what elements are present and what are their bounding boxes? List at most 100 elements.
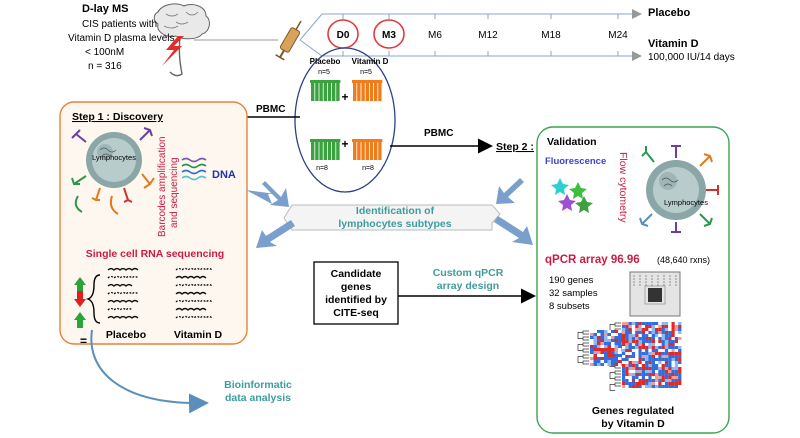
result-line2: by Vitamin D bbox=[601, 418, 665, 430]
timeline: D0 M3 M6 M12 M18 M24 bbox=[299, 9, 642, 61]
candidate-line2: genes bbox=[341, 281, 372, 293]
step2-validation-label: Validation bbox=[547, 136, 597, 148]
sample-tube bbox=[327, 83, 332, 101]
sample-tube bbox=[378, 142, 382, 160]
fluorescence-label: Fluorescence bbox=[545, 156, 606, 167]
expression-wave bbox=[107, 267, 139, 271]
sample-tube bbox=[323, 83, 327, 101]
timepoint-m24: M24 bbox=[608, 30, 628, 41]
sample-tube bbox=[353, 142, 357, 160]
step1-vitd-label: Vitamin D bbox=[174, 329, 223, 341]
qpcr-samples: 32 samples bbox=[549, 288, 598, 299]
cohort-line-4: n = 316 bbox=[88, 61, 122, 72]
sample-tube bbox=[357, 142, 361, 160]
step2-title: Step 2 : bbox=[496, 141, 534, 153]
sample-tube bbox=[361, 142, 365, 160]
expression-wave bbox=[107, 299, 139, 303]
sample-tube bbox=[374, 83, 378, 101]
samples-n-top-right: n=5 bbox=[360, 69, 372, 76]
expression-waves bbox=[107, 267, 213, 319]
dna-label: DNA bbox=[212, 169, 236, 181]
sample-tube bbox=[374, 142, 378, 160]
arm-placebo-label: Placebo bbox=[648, 7, 690, 19]
step2-lymphocyte-cell-icon bbox=[639, 145, 719, 233]
timepoint-m6: M6 bbox=[428, 30, 442, 41]
sample-tube bbox=[357, 83, 361, 101]
candidate-line3: identified by bbox=[325, 294, 387, 306]
sample-tube bbox=[332, 142, 336, 160]
qpcr-rxns: (48,640 rxns) bbox=[657, 255, 710, 265]
heatmap-icon bbox=[577, 322, 682, 391]
syringe-icon bbox=[275, 20, 302, 61]
expression-arrows bbox=[74, 277, 86, 328]
sample-tube bbox=[365, 142, 369, 160]
step1-lymphocytes-label: Lymphocytes bbox=[92, 153, 136, 162]
samples-plus-top: + bbox=[341, 90, 348, 104]
candidate-box bbox=[313, 261, 399, 325]
barcodes-label-line2: and sequencing bbox=[169, 157, 180, 228]
arm-vitd-label: Vitamin D bbox=[648, 38, 699, 50]
sample-tubes bbox=[310, 80, 383, 160]
sample-tube bbox=[323, 142, 327, 160]
qpcr-genes: 190 genes bbox=[549, 275, 594, 286]
samples-n-bottom-left: n=8 bbox=[316, 165, 328, 172]
block-arrows bbox=[246, 178, 533, 248]
sample-tube bbox=[378, 83, 382, 101]
step1-placebo-label: Placebo bbox=[106, 329, 146, 341]
sample-tube bbox=[336, 83, 340, 101]
fluorescence-stars-icon bbox=[551, 178, 593, 213]
timepoint-m3-circle bbox=[373, 19, 405, 49]
sample-tube bbox=[327, 142, 332, 160]
sample-tube bbox=[319, 83, 323, 101]
step1-title: Step 1 : Discovery bbox=[72, 111, 163, 123]
expression-wave bbox=[175, 275, 207, 279]
lightning-icon bbox=[162, 36, 184, 66]
cohort-line-3: < 100nM bbox=[85, 47, 124, 58]
cohort-line-1: CIS patients with bbox=[82, 19, 157, 30]
cohort-line-2: Vitamin D plasma levels bbox=[68, 33, 175, 44]
identification-line1: Identification of bbox=[356, 205, 435, 217]
sample-tube-cap bbox=[310, 80, 341, 83]
flow-cytometry-label: Flow cytometry bbox=[617, 152, 629, 223]
timepoint-m12: M12 bbox=[478, 30, 498, 41]
sample-tube bbox=[369, 83, 374, 101]
sample-tube bbox=[311, 142, 315, 160]
sample-tube bbox=[361, 83, 365, 101]
qpcr-title: qPCR array 96.96 bbox=[545, 254, 640, 266]
cohort-title: D-lay MS bbox=[82, 3, 128, 15]
scrna-title: Single cell RNA sequencing bbox=[86, 248, 224, 260]
samples-plus-bottom: + bbox=[341, 137, 348, 151]
bioinformatic-arrow bbox=[90, 329, 209, 414]
sample-tube bbox=[336, 142, 340, 160]
samples-vitd-label: Vitamin D bbox=[352, 57, 389, 66]
samples-n-bottom-right: n=8 bbox=[362, 165, 374, 172]
identification-box bbox=[283, 204, 501, 231]
sample-tube bbox=[353, 83, 357, 101]
sample-tube bbox=[315, 142, 319, 160]
identification-line2: lymphocytes subtypes bbox=[338, 218, 451, 230]
result-line1: Genes regulated bbox=[592, 405, 674, 417]
sample-tube bbox=[319, 142, 323, 160]
equal-sign: = bbox=[80, 334, 87, 348]
dna-strands-icon bbox=[181, 157, 207, 181]
bioinformatic-line2: data analysis bbox=[225, 392, 291, 404]
candidate-line1: Candidate bbox=[331, 268, 382, 280]
sample-tube bbox=[332, 83, 336, 101]
candidate-line4: CITE-seq bbox=[333, 307, 379, 319]
expression-wave bbox=[107, 283, 133, 287]
expression-wave bbox=[175, 307, 207, 311]
qpcr-chip-icon bbox=[629, 271, 681, 317]
expression-wave bbox=[107, 307, 133, 311]
lymphocyte-cell-icon bbox=[71, 127, 155, 215]
curly-brace bbox=[85, 274, 101, 324]
expression-wave bbox=[107, 315, 139, 319]
step1-box bbox=[59, 101, 248, 345]
sample-tube bbox=[311, 83, 315, 101]
step2-lymphocytes-label: Lymphocytes bbox=[664, 198, 708, 207]
samples-placebo-label: Placebo bbox=[310, 57, 341, 66]
samples-ellipse bbox=[294, 47, 396, 193]
sample-tube bbox=[315, 83, 319, 101]
sample-tube bbox=[365, 83, 369, 101]
custom-line2: array design bbox=[437, 280, 499, 292]
